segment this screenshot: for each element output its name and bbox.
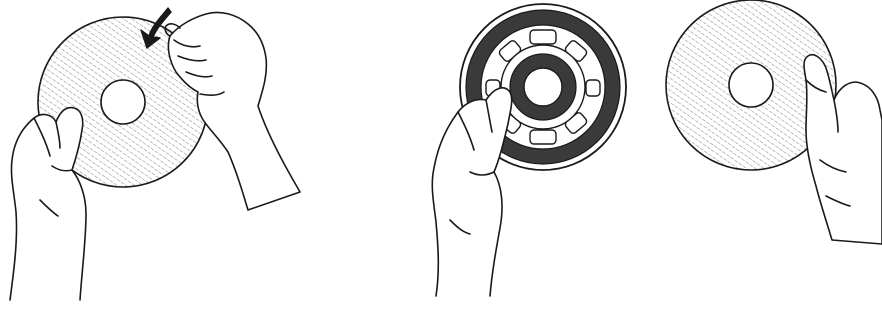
panel-peel-film bbox=[10, 8, 300, 300]
left-hand-icon bbox=[10, 108, 86, 300]
panel-attach-film bbox=[666, 0, 882, 244]
right-hand-icon bbox=[804, 55, 882, 244]
left-hand-icon bbox=[432, 88, 511, 296]
panel-hold-base bbox=[432, 4, 626, 296]
